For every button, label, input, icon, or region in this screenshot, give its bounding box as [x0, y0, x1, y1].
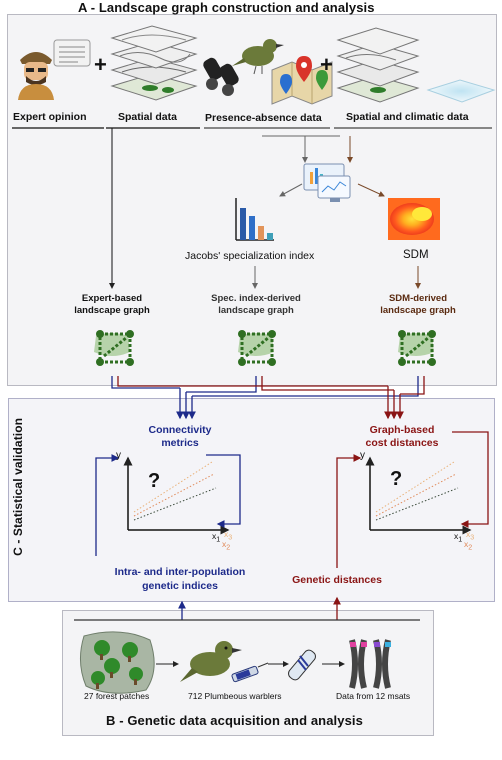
speech-bubble-icon: [53, 39, 91, 67]
bird-icon: [232, 39, 284, 75]
warblers-label: 712 Plumbeous warblers: [188, 691, 282, 701]
left-regression-plot: [123, 456, 230, 535]
right-plot-x1: x1: [454, 531, 463, 544]
forest-patches-label: 27 forest patches: [84, 691, 150, 701]
left-plot-x2: x2: [222, 539, 231, 552]
left-plot-x1: x1: [212, 531, 221, 544]
right-plot-x2: x2: [464, 539, 473, 552]
right-regression-plot: [365, 456, 472, 535]
arrow-to-sdm: [357, 183, 385, 197]
right-plot-x3: x3: [466, 529, 475, 542]
expert-graph-label-1: Expert-based: [81, 293, 143, 304]
sdm-graph-label-1: SDM-derived: [388, 293, 448, 304]
panel-c: [8, 398, 495, 602]
spec-landscape-graph-icon: [238, 330, 276, 366]
connectivity-metrics-label-1: Connectivity: [148, 424, 212, 436]
intra-inter-label-1: Intra- and inter-population: [114, 566, 246, 578]
forest-patches-icon: [80, 631, 155, 694]
intra-inter-label-2: genetic indices: [142, 580, 218, 592]
spatial-climatic-layers-icon: [336, 27, 496, 103]
spec-graph-label-2: landscape graph: [218, 305, 294, 316]
left-plot-x3: x3: [224, 529, 233, 542]
syringe-icon: [231, 662, 269, 683]
red-genetic-loop: [336, 454, 362, 568]
blue-connectors: [111, 376, 419, 420]
spatial-data-label: Spatial data: [118, 111, 177, 123]
red-connectors: [117, 376, 425, 420]
left-plot-question: ?: [148, 470, 161, 492]
right-plot-question: ?: [390, 468, 403, 490]
cost-distances-label-1: Graph-based: [369, 424, 435, 436]
spec-graph-label-1: Spec. index-derived: [211, 293, 301, 304]
plus-sign-left: +: [94, 52, 107, 77]
sdm-label: SDM: [403, 249, 429, 261]
arrow-to-jacobs: [279, 183, 303, 197]
genetic-distances-label: Genetic distances: [292, 574, 382, 586]
presence-absence-label: Presence-absence data: [205, 112, 322, 124]
panel-a-title: A - Landscape graph construction and ana…: [78, 0, 375, 15]
red-cost-loop: [452, 431, 489, 528]
spatial-climatic-label: Spatial and climatic data: [346, 111, 469, 123]
connectivity-metrics-label-2: metrics: [161, 437, 199, 449]
binoculars-icon: [203, 57, 239, 96]
map-pins-icon: [271, 56, 333, 105]
sdm-landscape-graph-icon: [398, 330, 436, 366]
expert-opinion-label: Expert opinion: [13, 111, 87, 123]
cost-distances-label-2: cost distances: [365, 437, 439, 449]
expert-landscape-graph-icon: [94, 330, 134, 366]
left-plot-y-label: y: [116, 450, 121, 461]
sample-tube-icon: [288, 649, 316, 681]
jacobs-index-label: Jacobs' specialization index: [185, 250, 315, 262]
blue-indices-loop: [95, 454, 120, 556]
msats-label: Data from 12 msats: [336, 691, 411, 701]
chromosomes-icon: [349, 639, 391, 689]
panel-c-title: C - Statistical validation: [11, 417, 26, 556]
jacobs-bar-chart-icon: [235, 198, 274, 241]
blue-metrics-loop: [206, 454, 241, 528]
warbler-icon: [180, 641, 242, 682]
right-plot-y-label: y: [360, 450, 365, 461]
sdm-graph-label-2: landscape graph: [380, 305, 456, 316]
expert-person-icon: [18, 52, 54, 100]
computer-analysis-icon: [303, 163, 351, 202]
spatial-layers-icon: [110, 25, 198, 101]
expert-graph-label-2: landscape graph: [74, 305, 150, 316]
plus-sign-right: +: [320, 52, 333, 77]
panel-b-title: B - Genetic data acquisition and analysi…: [106, 713, 363, 728]
sdm-heatmap-icon: [388, 198, 440, 240]
